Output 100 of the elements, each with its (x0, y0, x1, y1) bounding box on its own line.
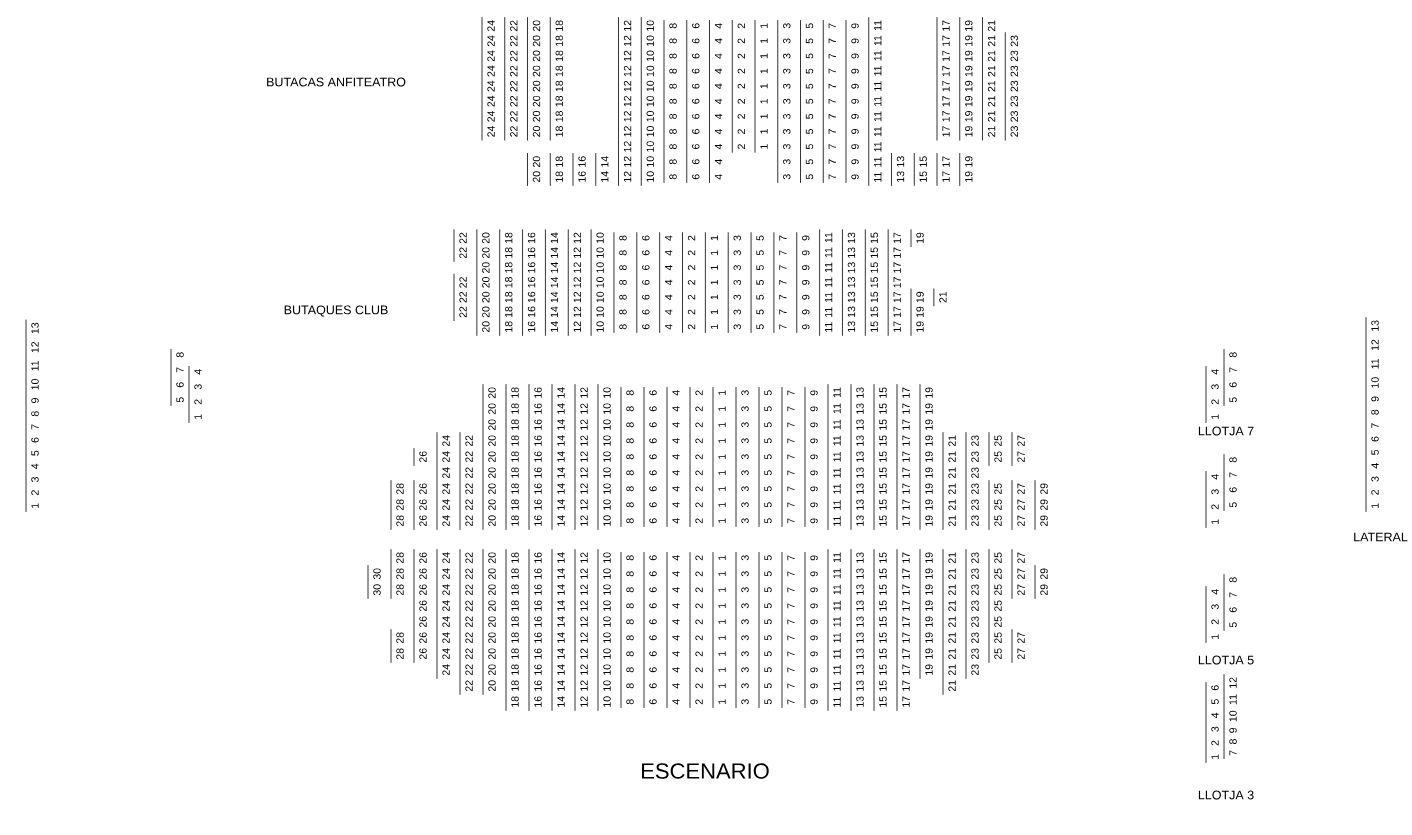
seat-numbers: 24 24 24 24 24 24 24 24 (436, 548, 450, 680)
seat-numbers: 2 2 2 2 2 2 2 (682, 231, 696, 334)
seat-numbers: 30 30 (367, 564, 381, 600)
seat-numbers: 15 15 (913, 152, 927, 187)
seat-numbers: 13 13 13 13 13 13 13 (842, 228, 856, 337)
seat-numbers: 25 25 25 (988, 479, 1002, 531)
seat-numbers: 10 10 10 10 10 10 10 10 10 10 10 (640, 16, 654, 187)
seat-numbers: 4 4 4 4 4 4 4 4 4 4 4 (709, 19, 723, 184)
seat-numbers: 15 15 15 15 15 15 15 (864, 228, 878, 337)
seat-numbers: 19 (910, 228, 924, 248)
seat-numbers: 22 22 22 22 22 22 (459, 431, 473, 531)
seat-numbers: 17 17 17 17 17 17 17 (887, 228, 901, 337)
seat-numbers: 27 27 (1011, 628, 1025, 664)
seat-numbers: 13 13 (891, 152, 905, 187)
seat-numbers: 28 28 28 (390, 548, 404, 600)
seat-numbers: 27 27 27 (1011, 548, 1025, 600)
seat-numbers: 1 1 1 1 1 1 1 1 1 (712, 386, 726, 528)
seat-numbers: 5 5 5 5 5 5 5 5 5 5 (758, 551, 772, 709)
box-label: LLOTJA 3 (1198, 790, 1254, 800)
seat-numbers: 1 1 1 1 1 1 1 1 1 1 (712, 551, 726, 709)
seat-numbers: 22 22 (453, 228, 467, 263)
seat-numbers: 2 2 2 2 2 2 2 2 2 (731, 19, 745, 154)
seat-numbers: 16 16 16 16 16 16 16 16 16 (528, 383, 542, 531)
seat-numbers: 16 16 16 16 16 16 16 16 16 16 (528, 548, 542, 712)
seat-numbers: 26 26 26 26 26 26 26 (413, 548, 427, 664)
seat-numbers: 5 6 7 8 (1223, 573, 1237, 632)
seat-numbers: 26 (413, 447, 427, 467)
seat-numbers: 29 29 (1034, 564, 1048, 600)
seat-numbers: 9 9 9 9 9 9 9 9 9 (804, 386, 818, 528)
seat-numbers: 20 20 20 20 20 20 20 (476, 228, 490, 337)
seat-numbers: 1 1 1 1 1 1 1 (704, 231, 718, 334)
seat-numbers: 22 22 22 22 22 22 22 22 (504, 16, 518, 141)
seat-numbers: 21 21 21 21 21 21 (942, 431, 956, 531)
seat-numbers: 19 19 19 19 19 19 19 19 (919, 548, 933, 680)
seat-numbers: 1 1 1 1 1 1 1 1 1 (754, 19, 768, 154)
seat-numbers: 25 25 (988, 431, 1002, 467)
stage-label: ESCENARIO (642, 763, 769, 779)
seat-numbers: 20 20 20 20 20 20 20 20 20 (482, 548, 496, 696)
seat-numbers: 18 18 18 18 18 18 18 (499, 228, 513, 337)
seat-numbers: 5 5 5 5 5 5 5 5 5 (758, 386, 772, 528)
seat-numbers: 5 6 7 8 (170, 348, 184, 407)
seat-numbers: 3 3 3 3 3 3 3 3 3 3 3 (777, 19, 791, 184)
seat-numbers: 24 24 24 24 24 24 24 24 (481, 16, 495, 141)
seat-numbers: 15 15 15 15 15 15 15 15 15 15 (873, 548, 887, 712)
seat-numbers: 1 2 3 4 5 6 (1205, 681, 1219, 764)
section-label: BUTAQUES CLUB (284, 305, 388, 317)
seat-numbers: 17 17 17 17 17 17 17 17 (936, 16, 950, 141)
seat-numbers: 4 4 4 4 4 4 4 4 4 (666, 386, 680, 528)
seat-numbers: 7 7 7 7 7 7 7 7 7 (781, 386, 795, 528)
seat-numbers: 20 20 (527, 152, 541, 187)
seat-numbers: 24 24 24 24 24 24 (436, 431, 450, 531)
seat-numbers: 1 2 3 4 (1205, 585, 1219, 644)
seat-numbers: 18 18 (549, 152, 563, 187)
seat-numbers: 3 3 3 3 3 3 3 3 3 (735, 386, 749, 528)
seat-numbers: 7 7 7 7 7 7 7 (773, 231, 787, 334)
seat-numbers: 22 22 22 (453, 273, 467, 322)
seat-numbers: 6 6 6 6 6 6 6 6 6 6 (643, 551, 657, 709)
seat-numbers: 28 28 (390, 628, 404, 664)
seat-numbers: 13 13 13 13 13 13 13 13 13 13 (850, 548, 864, 712)
seat-numbers: 9 9 9 9 9 9 9 9 9 9 9 (845, 19, 859, 184)
seat-numbers: 29 29 29 (1034, 479, 1048, 531)
seat-numbers: 17 17 (936, 152, 950, 187)
seat-numbers: 12 12 12 12 12 12 12 12 12 (574, 383, 588, 531)
seat-numbers: 26 26 26 (413, 479, 427, 531)
seat-numbers: 11 11 11 11 11 11 11 11 11 11 11 (868, 16, 882, 187)
seat-numbers: 23 23 23 23 23 23 (965, 431, 979, 531)
seat-numbers: 1 2 3 4 5 6 7 8 9 10 11 12 13 (1365, 316, 1379, 513)
seat-numbers: 3 3 3 3 3 3 3 3 3 3 (735, 551, 749, 709)
seat-numbers: 18 18 18 18 18 18 18 18 18 18 (505, 548, 519, 712)
seat-numbers: 23 23 23 23 23 23 23 23 (965, 548, 979, 680)
seat-numbers: 14 14 (595, 152, 609, 187)
seat-numbers: 12 12 12 12 12 12 12 (567, 228, 581, 337)
seat-numbers: 28 28 28 (390, 479, 404, 531)
seat-numbers: 16 16 16 16 16 16 16 (522, 228, 536, 337)
box-label: LLOTJA 5 (1198, 655, 1254, 665)
seat-numbers: 1 2 3 4 (1205, 365, 1219, 424)
seat-numbers: 14 14 14 14 14 14 14 (545, 228, 558, 337)
seat-numbers: 6 6 6 6 6 6 6 6 6 6 6 (686, 19, 700, 184)
seat-numbers: 12 12 12 12 12 12 12 12 12 12 (574, 548, 588, 712)
seat-numbers: 27 27 27 (1011, 479, 1025, 531)
seat-numbers: 7 7 7 7 7 7 7 7 7 7 (781, 551, 795, 709)
seat-numbers: 7 7 7 7 7 7 7 7 7 7 7 (822, 19, 836, 184)
seat-numbers: 2 2 2 2 2 2 2 2 2 2 (689, 551, 703, 709)
seat-numbers: 21 (933, 288, 947, 307)
seat-numbers: 4 4 4 4 4 4 4 (659, 231, 673, 334)
seat-numbers: 12 12 12 12 12 12 12 12 12 12 12 (618, 16, 632, 187)
seat-numbers: 17 17 17 17 17 17 17 17 17 (896, 383, 910, 531)
seat-numbers: 16 16 (572, 152, 586, 187)
seat-numbers: 5 5 5 5 5 5 5 5 5 5 5 (800, 19, 814, 184)
seat-numbers: 10 10 10 10 10 10 10 10 10 (597, 383, 611, 531)
seat-numbers: 8 8 8 8 8 8 8 (613, 231, 627, 334)
seat-numbers: 11 11 11 11 11 11 11 11 11 11 (827, 548, 841, 712)
seat-numbers: 5 6 7 8 (1223, 348, 1237, 407)
seat-numbers: 10 10 10 10 10 10 10 (590, 228, 604, 337)
seat-numbers: 18 18 18 18 18 18 18 18 (549, 16, 563, 141)
seat-numbers: 14 14 14 14 14 14 14 14 14 14 (551, 548, 565, 712)
seat-numbers: 9 9 9 9 9 9 9 9 9 9 (804, 551, 818, 709)
seat-numbers: 6 6 6 6 6 6 6 (636, 231, 650, 334)
seat-numbers: 8 8 8 8 8 8 8 8 8 8 8 (663, 19, 677, 184)
seat-numbers: 11 11 11 11 11 11 11 (819, 228, 833, 337)
